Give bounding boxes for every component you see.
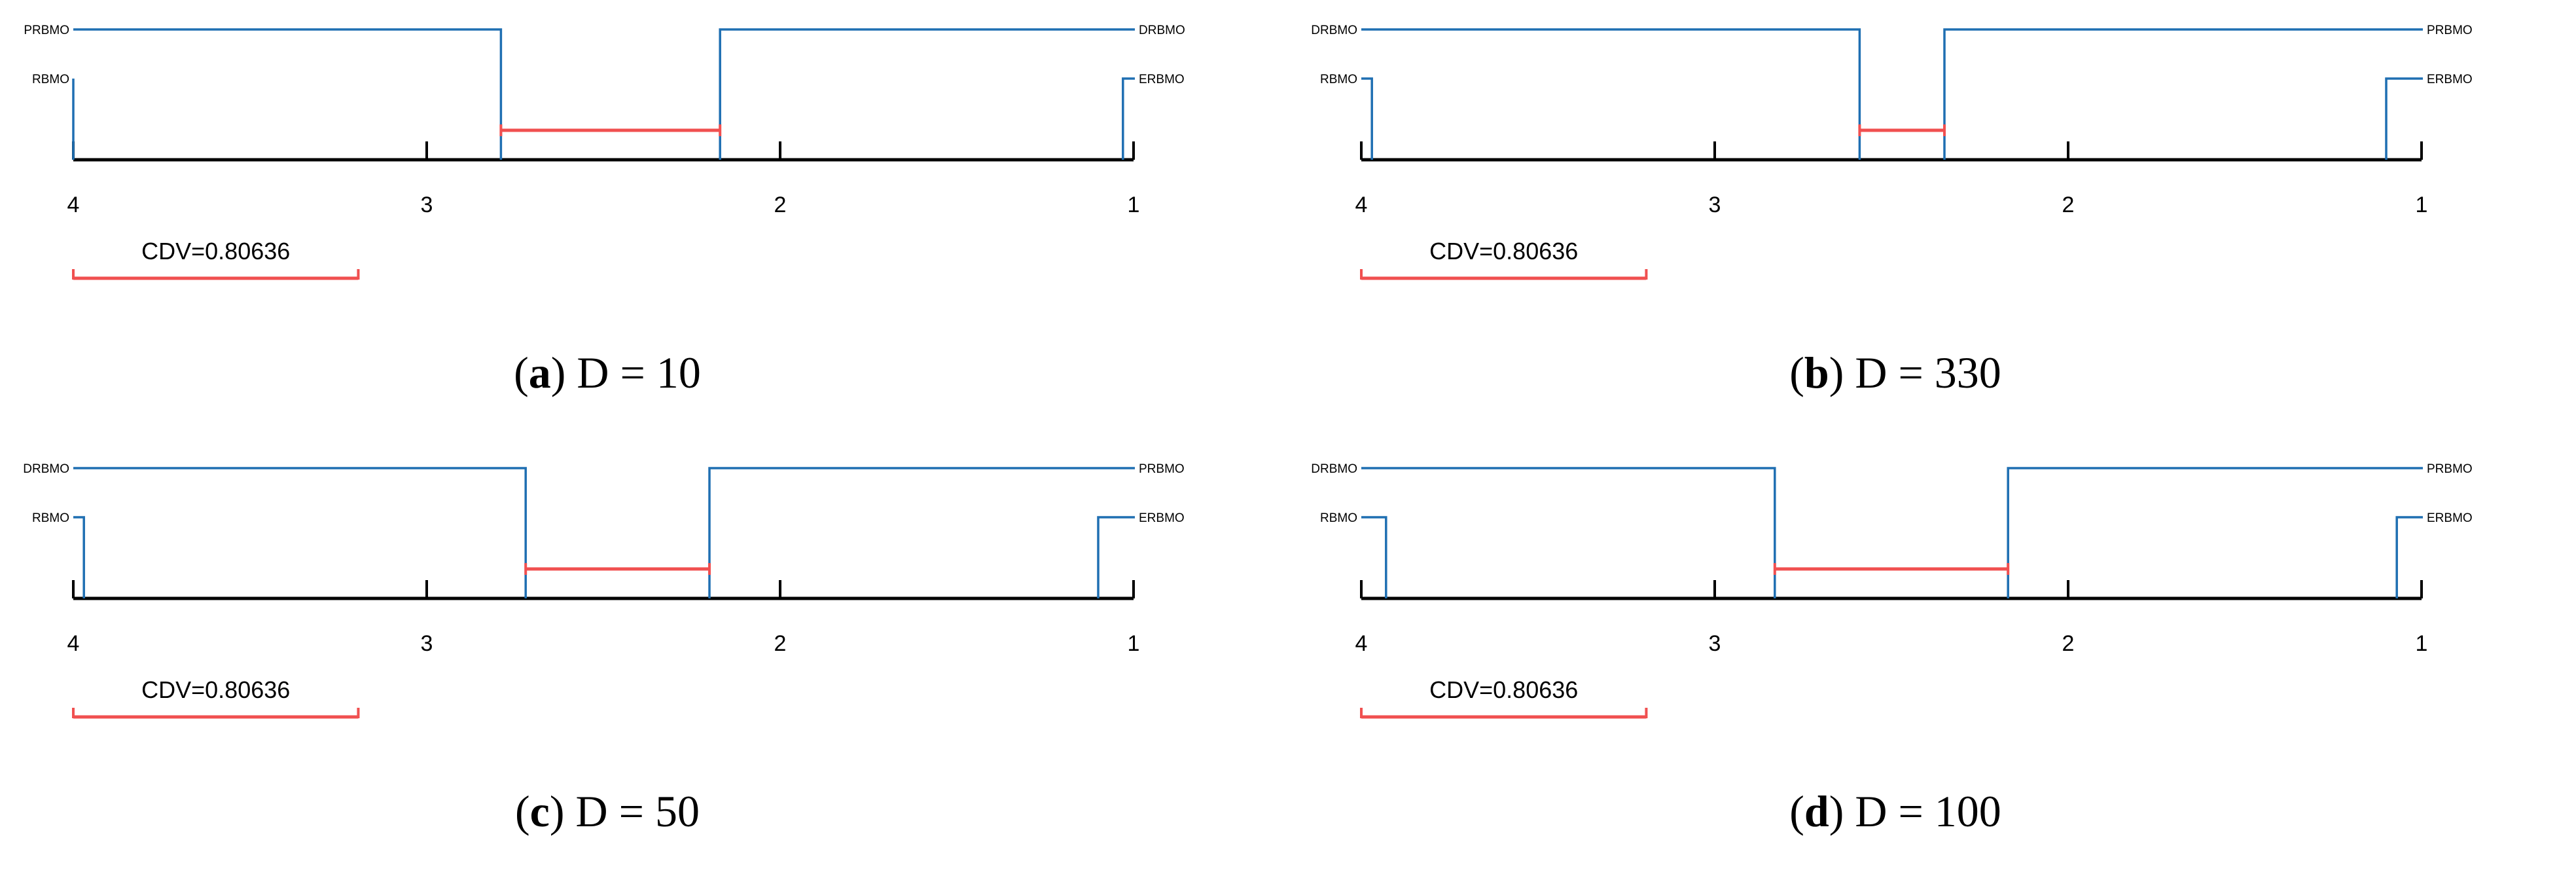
method-label: ERBMO	[2427, 73, 2473, 86]
method-line	[73, 28, 503, 160]
method-label: DRBMO	[1311, 462, 1357, 476]
cd-chart-b: 4 3 2 1 DRBMO RBMO PRBMO ERBMO CDV=0.80636 (b) D …	[1311, 24, 2473, 397]
cd-chart-a: 4 3 2 1 PRBMO RBMO DRBMO ERBMO CDV=0.80636 (a) D …	[24, 24, 1185, 397]
panel-caption: (d) D = 100	[1789, 786, 2001, 836]
method-label: RBMO	[1320, 511, 1357, 525]
tick-label: 4	[67, 631, 80, 656]
cdv-label: CDV=0.80636	[1429, 676, 1578, 703]
tick-label: 3	[1709, 631, 1721, 656]
tick-label: 4	[67, 192, 80, 217]
panel-caption: (b) D = 330	[1789, 348, 2001, 397]
tick-label: 2	[2062, 631, 2075, 656]
tick-label: 1	[1128, 631, 1140, 656]
cdv-label: CDV=0.80636	[141, 676, 290, 703]
method-line	[1097, 516, 1135, 598]
tick-label: 1	[2416, 192, 2428, 217]
method-line	[73, 516, 85, 598]
method-line	[708, 467, 1135, 598]
method-label: DRBMO	[1139, 24, 1185, 37]
cd-chart-c: 4 3 2 1 DRBMO RBMO PRBMO ERBMO CDV=0.80636 (c) D …	[23, 462, 1185, 836]
method-line	[1361, 516, 1387, 598]
cdv-label: CDV=0.80636	[1429, 238, 1578, 265]
method-line	[2395, 516, 2423, 598]
method-label: DRBMO	[23, 462, 69, 476]
method-label: ERBMO	[2427, 511, 2473, 525]
cdv-label: CDV=0.80636	[141, 238, 290, 265]
tick-label: 3	[421, 192, 433, 217]
method-label: RBMO	[32, 73, 69, 86]
method-label: PRBMO	[2427, 462, 2473, 476]
cd-panel-c: 4 3 2 1 DRBMO RBMO PRBMO ERBMO CDV=0.80636 (c) D …	[0, 439, 1288, 877]
tick-label: 2	[774, 192, 787, 217]
method-line	[1361, 77, 1373, 160]
method-label: RBMO	[32, 511, 69, 525]
method-label: RBMO	[1320, 73, 1357, 86]
method-label: ERBMO	[1139, 73, 1185, 86]
method-line	[73, 467, 527, 598]
tick-label: 1	[2416, 631, 2428, 656]
method-line	[1943, 28, 2423, 160]
tick-label: 4	[1355, 631, 1368, 656]
panel-caption: (c) D = 50	[515, 786, 700, 836]
panel-caption: (a) D = 10	[514, 348, 701, 397]
method-label: PRBMO	[24, 24, 69, 37]
method-label: DRBMO	[1311, 24, 1357, 37]
method-line	[1361, 467, 1776, 598]
method-label: PRBMO	[2427, 24, 2473, 37]
cd-panel-a: 4 3 2 1 PRBMO RBMO DRBMO ERBMO CDV=0.80636 (a) D …	[0, 0, 1288, 439]
method-line	[1361, 28, 1861, 160]
method-label: ERBMO	[1139, 511, 1185, 525]
tick-label: 2	[774, 631, 787, 656]
tick-label: 3	[421, 631, 433, 656]
method-line	[2385, 77, 2423, 160]
method-line	[2007, 467, 2423, 598]
tick-label: 3	[1709, 192, 1721, 217]
method-label: PRBMO	[1139, 462, 1185, 476]
tick-label: 1	[1128, 192, 1140, 217]
tick-label: 2	[2062, 192, 2075, 217]
method-line	[719, 28, 1135, 160]
cd-panel-d: 4 3 2 1 DRBMO RBMO PRBMO ERBMO CDV=0.80636 (d) D …	[1288, 439, 2576, 877]
cd-panel-b: 4 3 2 1 DRBMO RBMO PRBMO ERBMO CDV=0.80636 (b) D …	[1288, 0, 2576, 439]
method-line	[1122, 77, 1135, 160]
cd-chart-d: 4 3 2 1 DRBMO RBMO PRBMO ERBMO CDV=0.80636 (d) D …	[1311, 462, 2473, 836]
tick-label: 4	[1355, 192, 1368, 217]
